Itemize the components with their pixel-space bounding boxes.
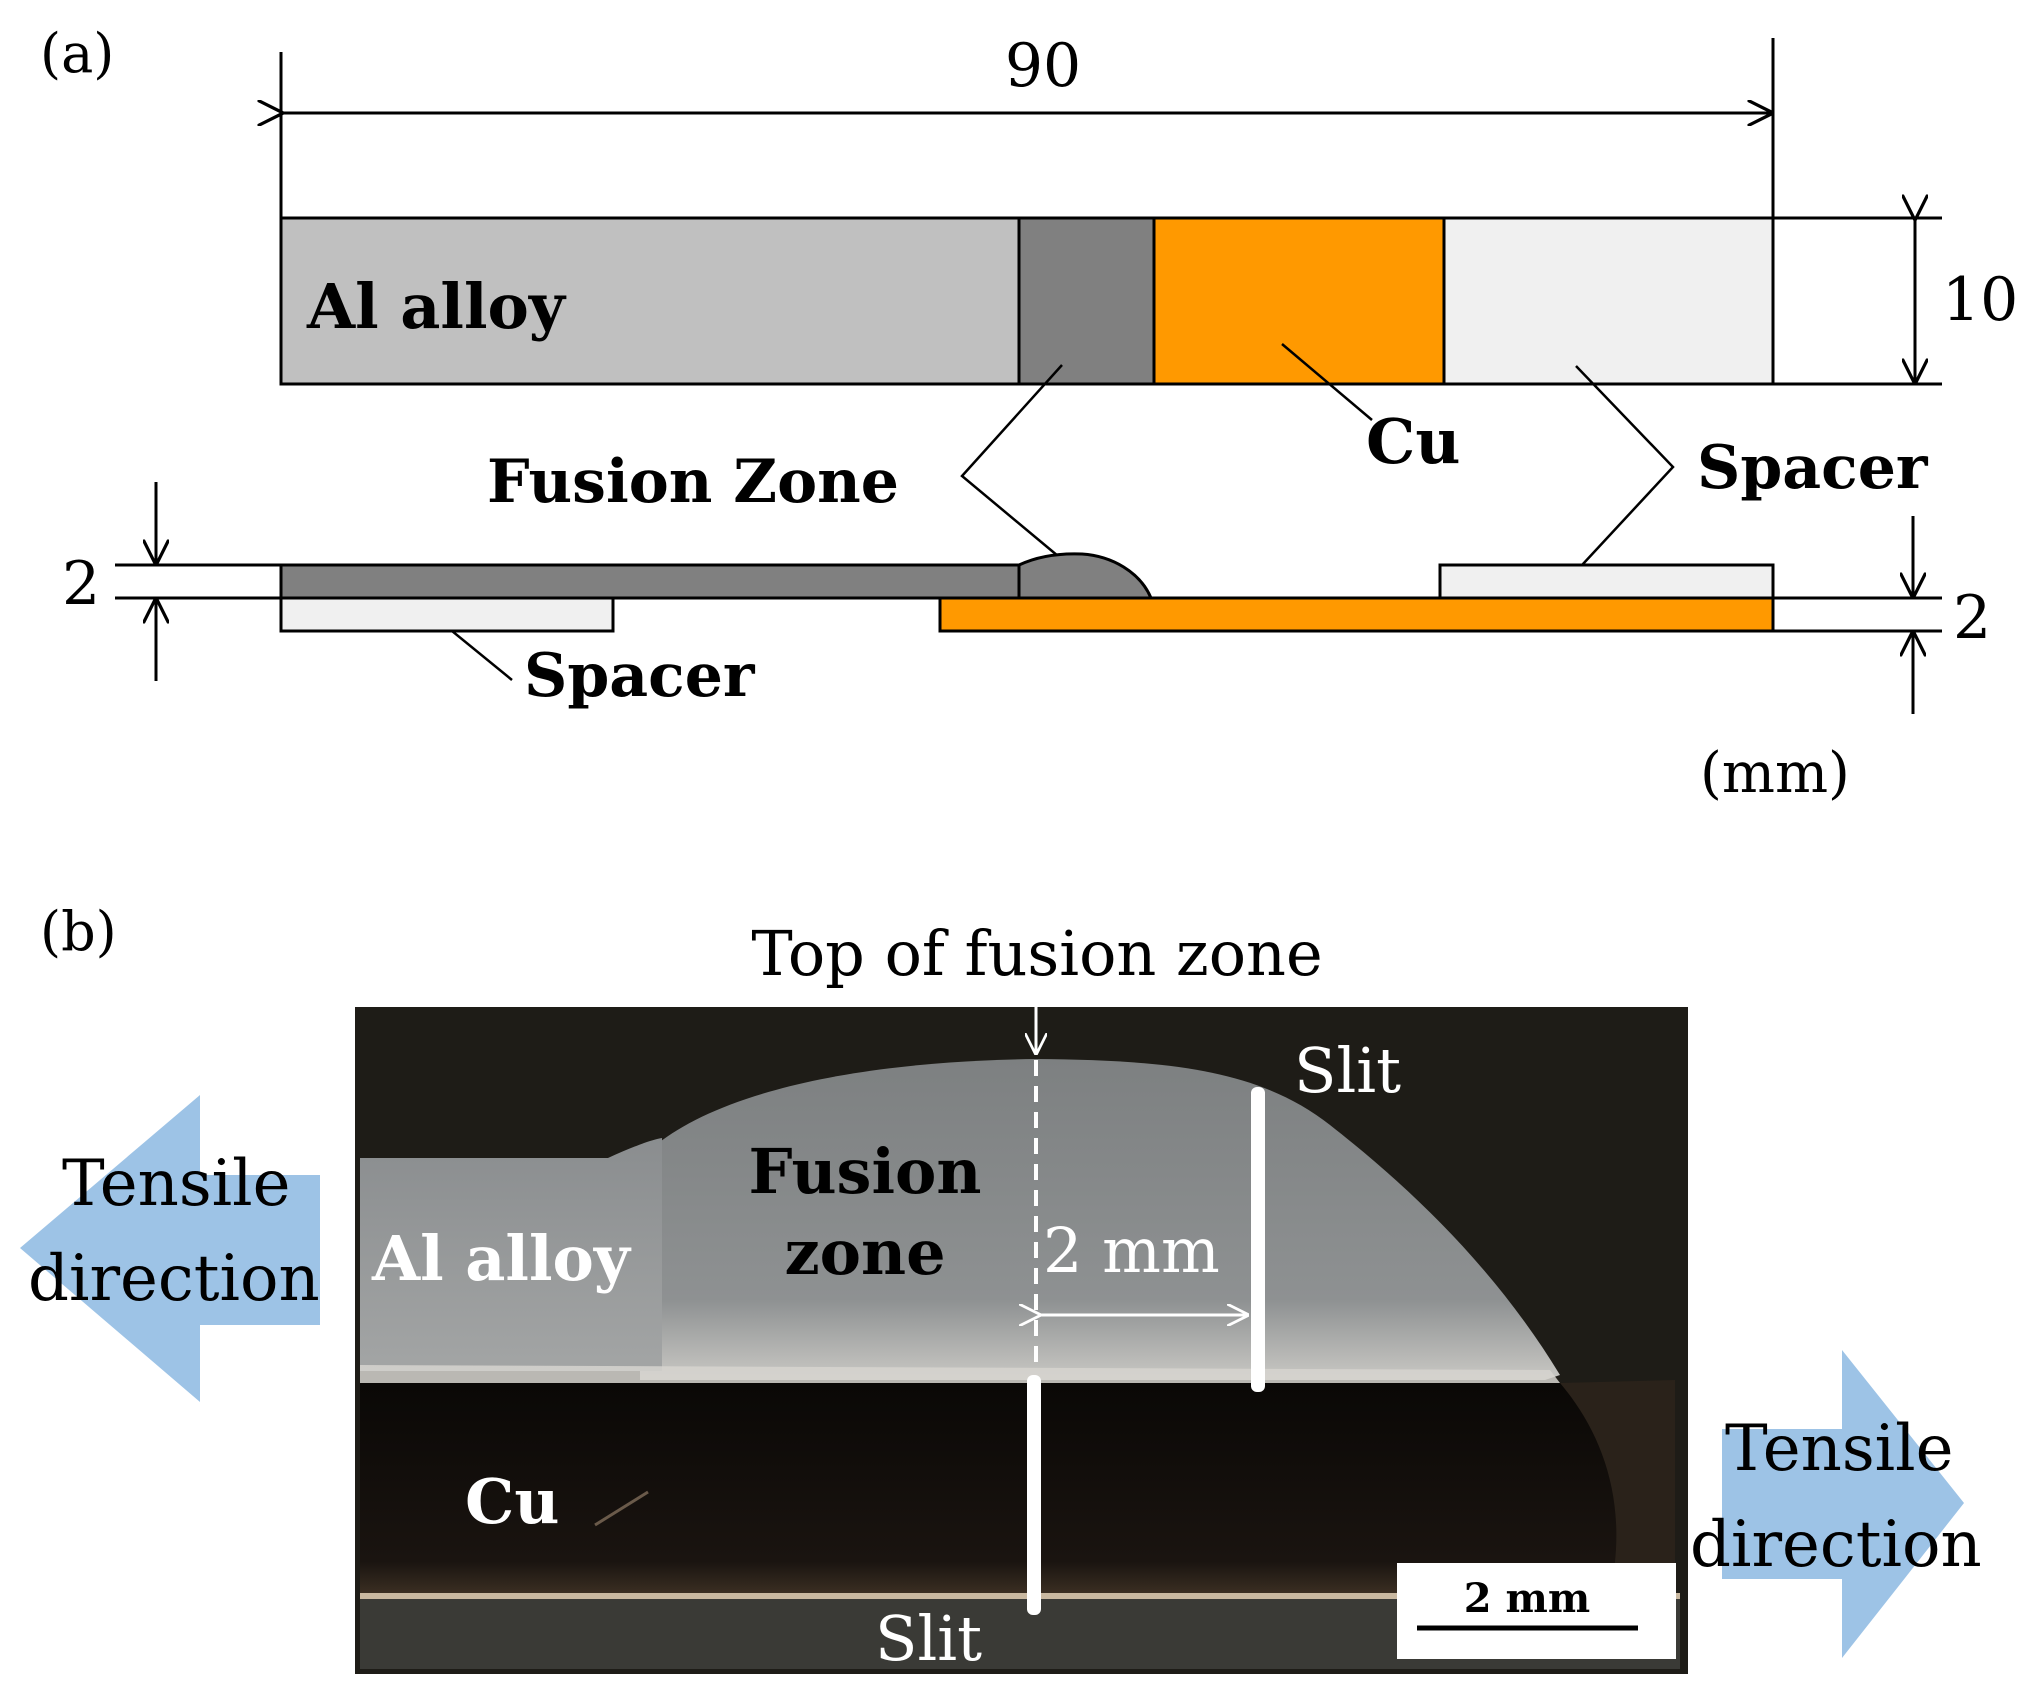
panel-a: (a) 90 10 Al alloy Fusion Zone Cu: [40, 22, 2018, 806]
panel-a-label: (a): [40, 22, 114, 85]
al-thickness-dimension: [115, 482, 281, 681]
al-alloy-label: Al alloy: [306, 270, 567, 343]
tensile-left-label-line1: Tensile: [62, 1147, 290, 1221]
cu-label: Cu: [1366, 405, 1460, 478]
tensile-right-label-line1: Tensile: [1725, 1412, 1953, 1486]
micrograph-fusion-label-line1: Fusion: [749, 1135, 982, 1208]
scale-bar-box: [1397, 1563, 1676, 1659]
length-dimension-label: 90: [1005, 31, 1081, 101]
scale-bar: 2 mm: [1397, 1563, 1676, 1659]
top-fusion-zone-region: [1017, 216, 1156, 386]
length-dimension: [281, 38, 1775, 218]
panel-b-label: (b): [40, 900, 117, 963]
micrograph-al-alloy: [360, 1138, 662, 1371]
side-fusion-zone: [1017, 552, 1154, 600]
micrograph-fusion-zone: [640, 1059, 1560, 1380]
spacer-label-bottom: Spacer: [524, 641, 756, 711]
width-dimension-label: 10: [1942, 265, 2018, 335]
tensile-left-label-line2: direction: [28, 1242, 320, 1316]
cu-thickness-dimension: [1773, 516, 1942, 714]
cu-thickness-label: 2: [1953, 583, 1991, 653]
side-view: [279, 552, 1775, 633]
micrograph-lower-strip: [360, 1593, 1680, 1599]
top-marker-label: Top of fusion zone: [751, 917, 1322, 990]
cu-leader: [1281, 343, 1373, 421]
unit-label: (mm): [1700, 741, 1850, 806]
top-spacer-region: [1442, 216, 1775, 386]
offset-dimension-label: 2 mm: [1043, 1214, 1220, 1287]
side-al-spacer: [279, 596, 615, 633]
top-al-alloy-region: [279, 216, 1021, 386]
slit-top-label: Slit: [1294, 1034, 1401, 1107]
micrograph-cu: [360, 1383, 1675, 1593]
fusion-zone-label: Fusion Zone: [487, 447, 899, 517]
fusion-zone-leader: [960, 364, 1063, 557]
top-view: [279, 216, 1942, 386]
slit-bottom-label: Slit: [875, 1602, 982, 1675]
al-thickness-label: 2: [62, 549, 100, 619]
micrograph-cu-right-edge: [1560, 1380, 1675, 1593]
tensile-arrow-left-icon: [20, 1095, 320, 1402]
micrograph-fusion-label-line2: zone: [784, 1216, 945, 1289]
top-cu-region: [1152, 216, 1446, 386]
side-cu-sheet: [938, 596, 1775, 633]
slit-top: [1251, 1087, 1265, 1392]
tensile-right-label-line2: direction: [1690, 1508, 1982, 1582]
micrograph-cu-label: Cu: [465, 1465, 559, 1538]
spacer-label-top: Spacer: [1697, 433, 1929, 503]
slit-bottom: [1027, 1375, 1041, 1615]
side-al-sheet: [279, 563, 1021, 600]
micrograph-scratch: [594, 1490, 649, 1527]
side-cu-spacer: [1438, 563, 1775, 600]
spacer-leader-top: [1569, 365, 1675, 579]
panel-b: (b) Top of fusion zone Slit Slit: [20, 900, 1982, 1675]
micrograph-al-alloy-label: Al alloy: [371, 1222, 632, 1295]
tensile-arrow-right-icon: [1722, 1350, 1964, 1658]
scale-bar-label: 2 mm: [1464, 1575, 1590, 1622]
